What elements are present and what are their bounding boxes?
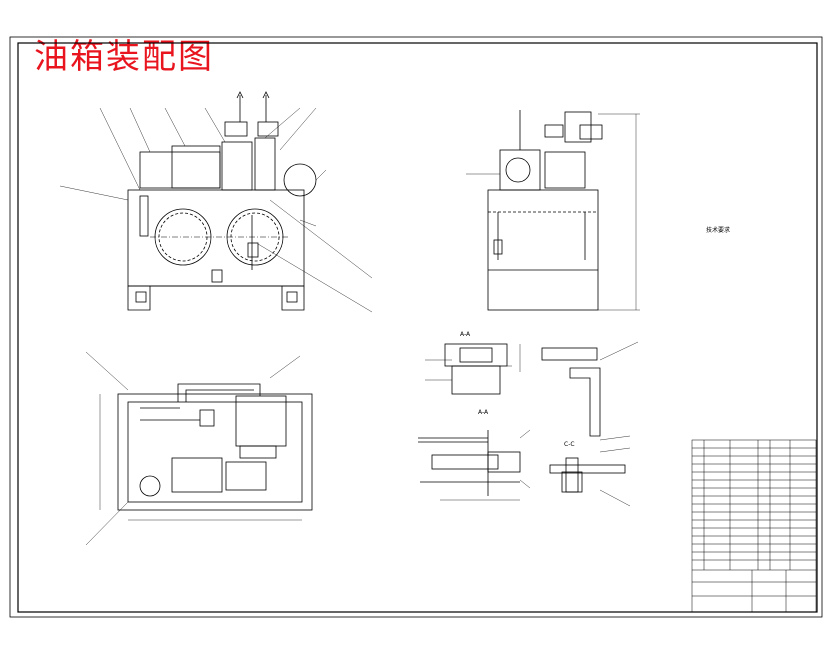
title-block <box>691 439 817 613</box>
inner-border <box>17 42 818 613</box>
technical-notes-title: 技术要求 <box>706 226 730 234</box>
section-label-a: A-A <box>460 331 471 338</box>
outer-border <box>9 36 823 618</box>
section-label-c: C-C <box>564 441 575 448</box>
side-view <box>466 110 640 311</box>
drawing-title: 油箱装配图 <box>34 37 214 77</box>
front-view <box>59 91 373 313</box>
section-detail-c <box>549 435 631 507</box>
section-label-b: A-A <box>478 409 489 416</box>
section-detail-a <box>425 343 512 395</box>
angle-detail <box>519 341 639 437</box>
section-detail-b <box>418 429 531 501</box>
top-view <box>85 351 313 546</box>
